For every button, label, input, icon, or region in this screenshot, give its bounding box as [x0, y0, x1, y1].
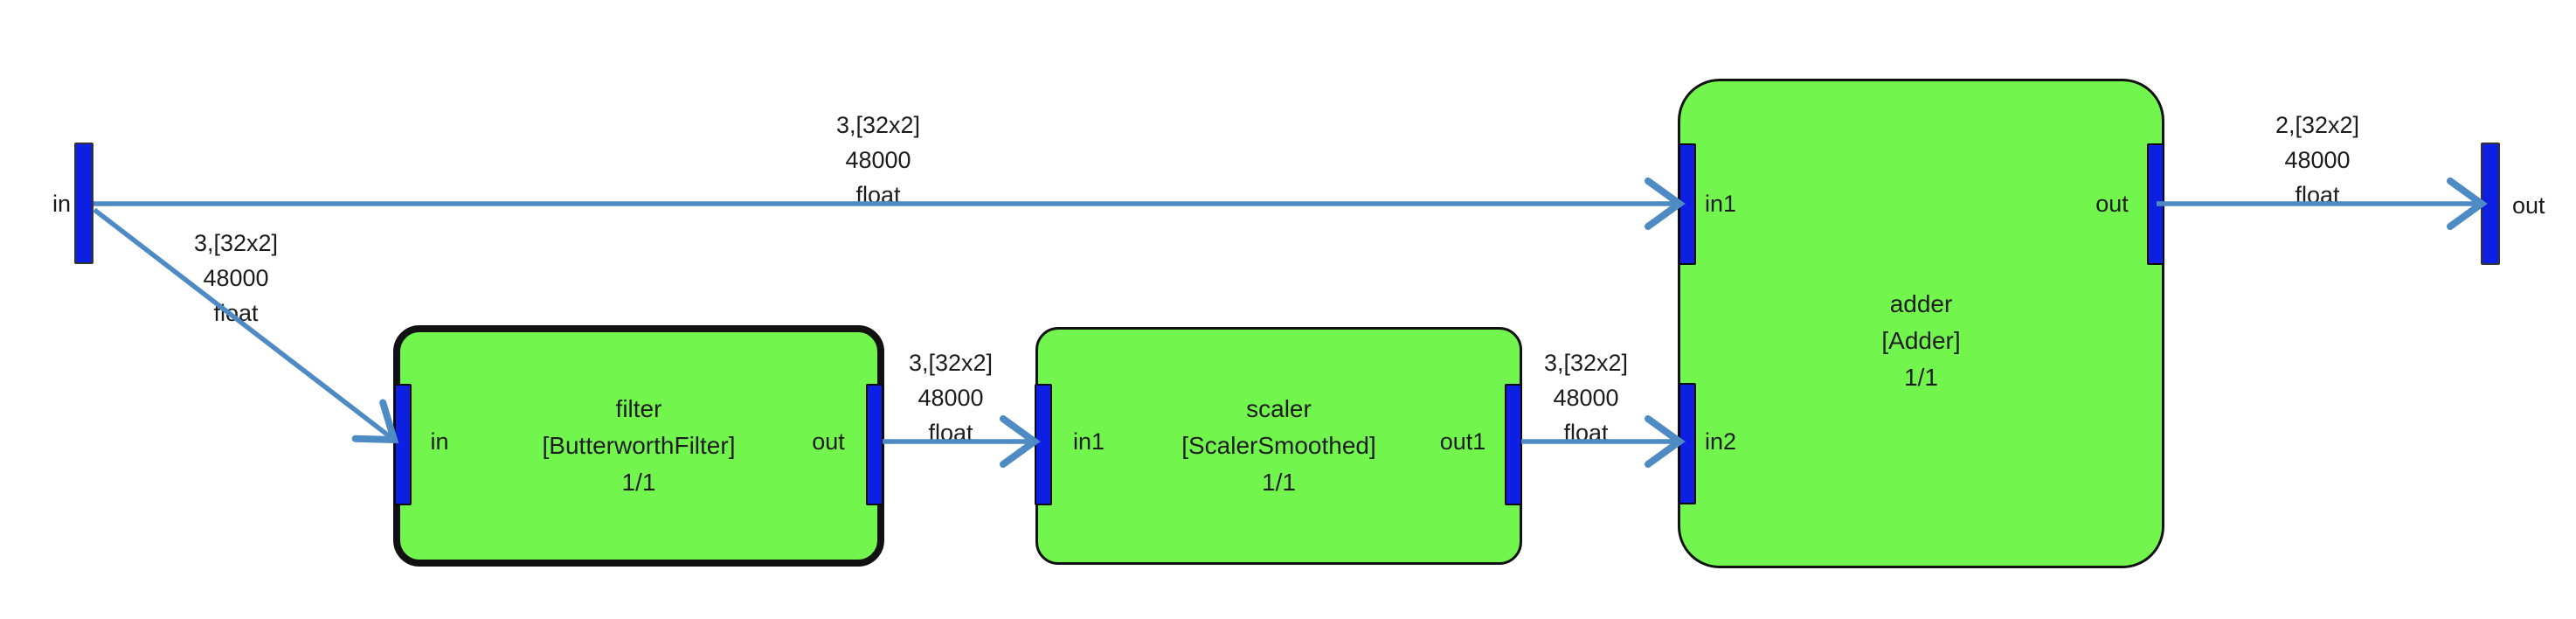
block-count: 1/1: [621, 469, 656, 496]
port-adder-out[interactable]: [2147, 143, 2164, 265]
block-count: 1/1: [1904, 364, 1938, 391]
edge-dims: 3,[32x2]: [193, 230, 279, 256]
block-title-adder: adder [Adder] 1/1: [1680, 286, 2162, 396]
edge-rate: 48000: [1553, 385, 1619, 411]
edge-dims: 3,[32x2]: [1543, 350, 1629, 376]
edge-rate: 48000: [2284, 147, 2351, 173]
port-scaler-out1[interactable]: [1505, 384, 1522, 505]
block-name: adder: [1889, 290, 1953, 317]
edge-label-scaler-to-adder: 3,[32x2] 48000 float: [1490, 345, 1682, 450]
block-filter[interactable]: in out filter [ButterworthFilter] 1/1: [393, 325, 884, 567]
block-title-scaler: scaler [ScalerSmoothed] 1/1: [1038, 391, 1520, 501]
block-title-filter: filter [ButterworthFilter] 1/1: [400, 391, 877, 501]
edge-dims: 3,[32x2]: [835, 112, 921, 138]
terminal-in[interactable]: [74, 143, 93, 264]
edge-dims: 2,[32x2]: [2275, 112, 2360, 138]
block-name: filter: [615, 395, 662, 422]
edge-label-in-to-filter: 3,[32x2] 48000 float: [140, 226, 332, 330]
edge-dtype: float: [1563, 420, 1609, 446]
edge-dtype: float: [855, 182, 901, 208]
edge-label-filter-to-scaler: 3,[32x2] 48000 float: [855, 345, 1047, 450]
port-filter-out[interactable]: [866, 384, 883, 505]
edge-rate: 48000: [845, 147, 911, 173]
port-label-adder-in2: in2: [1705, 428, 1737, 455]
block-count: 1/1: [1262, 469, 1296, 496]
port-label-filter-in: in: [430, 428, 449, 455]
block-type: [ButterworthFilter]: [542, 432, 736, 459]
port-label-adder-in1: in1: [1705, 191, 1737, 217]
edge-dims: 3,[32x2]: [908, 350, 994, 376]
port-label-adder-out: out: [2095, 191, 2129, 217]
terminal-in-label: in: [52, 191, 71, 217]
port-adder-in1[interactable]: [1679, 143, 1696, 265]
block-type: [Adder]: [1881, 327, 1961, 354]
port-label-scaler-in1: in1: [1072, 428, 1105, 455]
arrowhead-icon: [1645, 177, 1686, 230]
terminal-out[interactable]: [2481, 143, 2500, 265]
edge-label-adder-to-out: 2,[32x2] 48000 float: [2221, 108, 2413, 212]
edge-rate: 48000: [918, 385, 984, 411]
block-scaler[interactable]: in1 out1 scaler [ScalerSmoothed] 1/1: [1035, 327, 1522, 565]
block-name: scaler: [1246, 395, 1312, 422]
block-adder[interactable]: in1 in2 out adder [Adder] 1/1: [1678, 79, 2164, 568]
terminal-out-label: out: [2512, 192, 2545, 219]
edge-rate: 48000: [203, 265, 269, 291]
port-label-filter-out: out: [812, 428, 845, 455]
edge-dtype: float: [928, 420, 973, 446]
block-type: [ScalerSmoothed]: [1181, 432, 1376, 459]
edge-label-in-to-adder: 3,[32x2] 48000 float: [782, 108, 974, 212]
port-label-scaler-out1: out1: [1439, 428, 1486, 455]
edge-dtype: float: [2295, 182, 2340, 208]
edge-dtype: float: [213, 300, 259, 326]
arrowhead-icon: [2447, 177, 2488, 230]
